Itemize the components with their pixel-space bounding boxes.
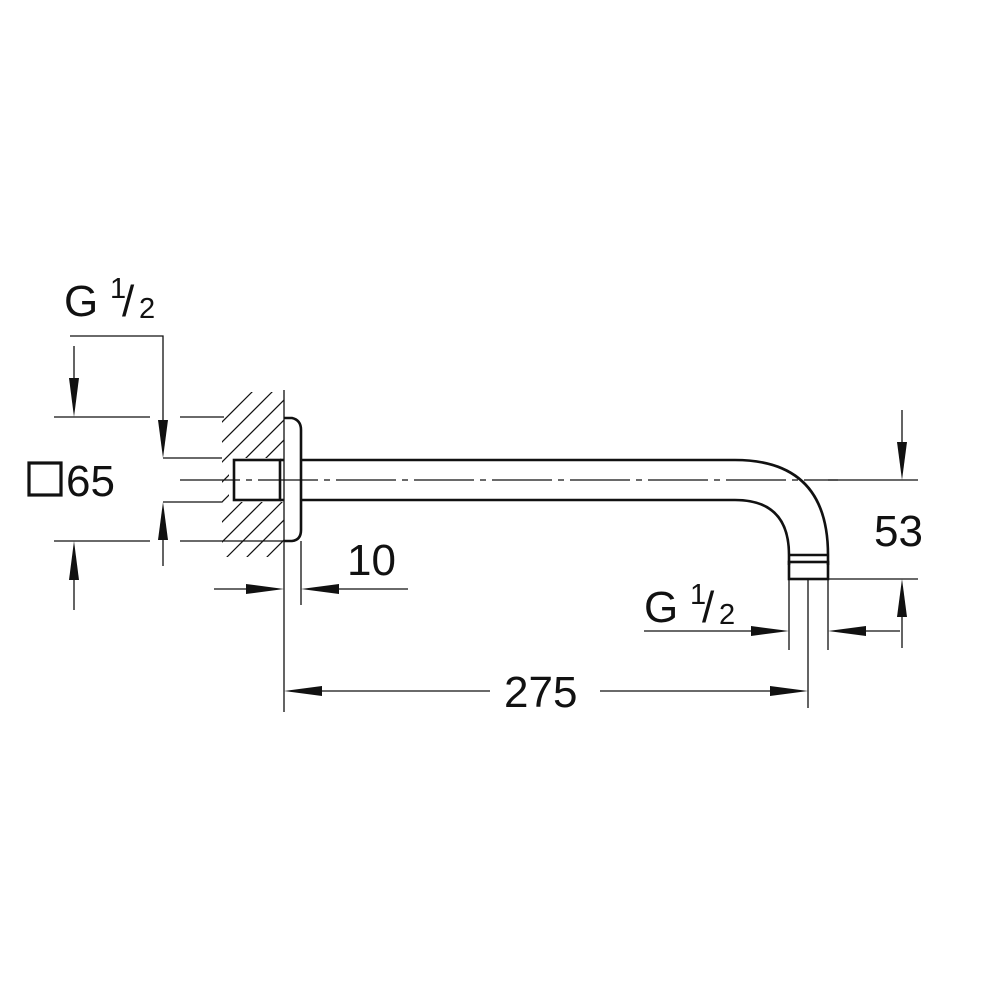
thread-right-sep: / [702, 583, 715, 632]
projection-value: 275 [504, 668, 577, 717]
thread-right-num: 1 [690, 579, 706, 611]
thread-right-base: G [644, 583, 678, 632]
wall-hatching [222, 392, 285, 557]
shower-arm-pipe [301, 458, 830, 565]
rosette-depth-value: 10 [347, 536, 396, 585]
thread-right-dimension [644, 579, 900, 650]
drop-dimension: 53 [828, 410, 923, 648]
outlet-connector [787, 560, 830, 581]
thread-label-right: G 1 / 2 [644, 579, 735, 632]
square-symbol-icon [27, 461, 63, 497]
drop-value: 53 [874, 507, 923, 556]
left-dimension-lines [54, 335, 284, 610]
rosette-depth-dimension: 10 [214, 536, 408, 605]
thread-left-sep: / [122, 277, 135, 326]
projection-dimension: 275 [284, 578, 809, 717]
thread-label-left: G 1 / 2 [64, 273, 155, 326]
thread-left-num: 1 [110, 273, 126, 305]
thread-left-base: G [64, 277, 98, 326]
thread-left-den: 2 [139, 293, 155, 325]
rosette-size-value: 65 [66, 457, 115, 506]
rosette-size-label: 65 [27, 457, 115, 506]
thread-right-den: 2 [719, 599, 735, 631]
